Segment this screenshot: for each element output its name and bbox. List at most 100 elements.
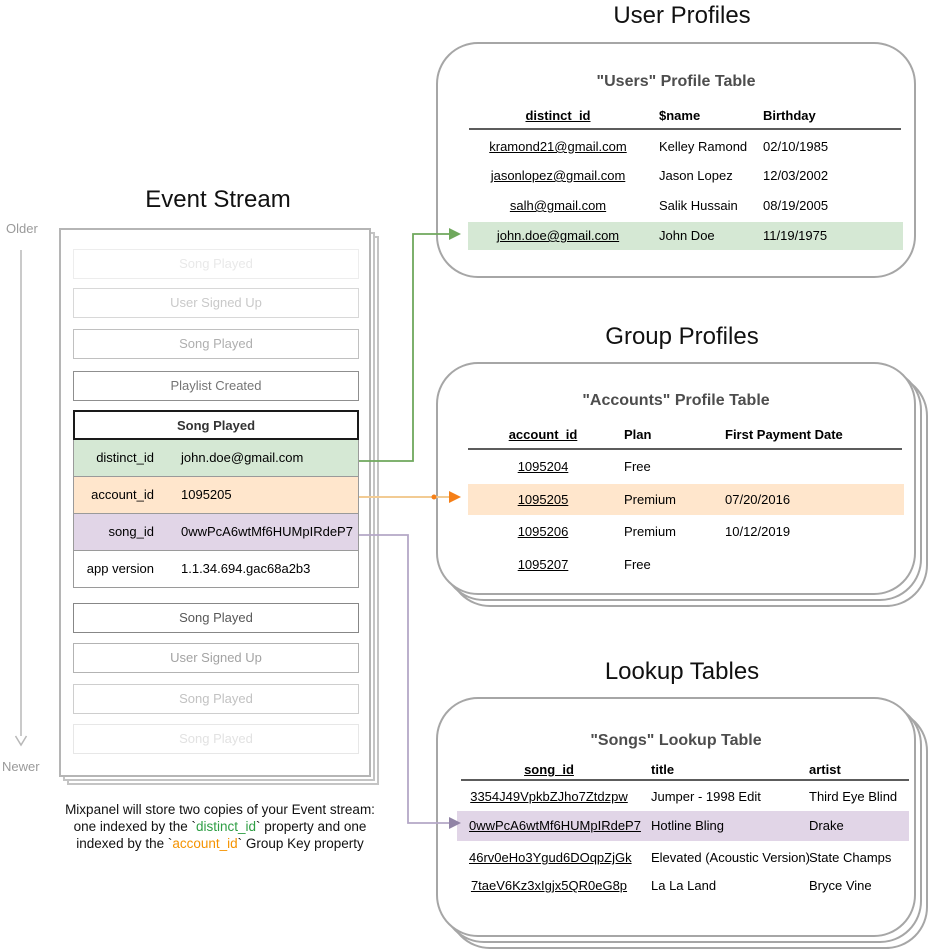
- cell-song-id: 3354J49VpkbZJho7Ztdzpw: [470, 789, 628, 804]
- caption-line-1: Mixpanel will store two copies of your E…: [30, 801, 410, 818]
- lookup-tables-title: Lookup Tables: [604, 658, 760, 685]
- event-item: Song Played: [73, 249, 359, 279]
- table-row: 1095204 Free: [438, 457, 914, 477]
- cell-artist: Drake: [809, 818, 844, 833]
- cell-title: Hotline Bling: [651, 818, 724, 833]
- event-item: User Signed Up: [73, 288, 359, 318]
- cell-song-id: 46rv0eHo3Ygud6DOqpZjGk: [469, 850, 632, 865]
- event-property-song-id: song_id 0wwPcA6wtMf6HUMpIRdeP7: [73, 514, 359, 551]
- column-header: title: [651, 762, 675, 777]
- caption: Mixpanel will store two copies of your E…: [30, 801, 410, 852]
- cell-song-id: 7taeV6Kz3xIgjx5QR0eG8p: [470, 878, 628, 893]
- table-row: kramond21@gmail.com Kelley Ramond 02/10/…: [438, 137, 914, 157]
- event-item: Song Played: [73, 684, 359, 714]
- caption-text: one indexed by the `: [73, 819, 196, 834]
- group-profiles-title: Group Profiles: [605, 323, 759, 350]
- cell-plan: Premium: [624, 524, 677, 539]
- cell-account-id: 1095206: [517, 524, 569, 539]
- table-row-highlighted: 0wwPcA6wtMf6HUMpIRdeP7 Hotline Bling Dra…: [438, 816, 914, 836]
- accounts-table-header: account_id Plan First Payment Date: [438, 425, 914, 445]
- highlight-row-purple: [457, 811, 909, 841]
- event-item: Playlist Created: [73, 371, 359, 401]
- highlight-row-orange: [468, 484, 904, 515]
- event-property-app-version: app version 1.1.34.694.gac68a2b3: [73, 551, 359, 588]
- column-header: Plan: [624, 427, 652, 442]
- event-property-distinct-id: distinct_id john.doe@gmail.com: [73, 440, 359, 477]
- column-header: song_id: [524, 762, 574, 777]
- cell-account-id: 1095204: [517, 459, 569, 474]
- user-profiles-panel: "Users" Profile Table distinct_id $name …: [436, 42, 916, 278]
- property-key: song_id: [108, 524, 154, 539]
- property-value: 0wwPcA6wtMf6HUMpIRdeP7: [181, 524, 353, 539]
- cell-birthday: 11/19/1975: [763, 228, 828, 243]
- timeline-arrow: [14, 250, 28, 747]
- column-header: First Payment Date: [725, 427, 843, 442]
- caption-distinct-id: distinct_id: [195, 819, 257, 834]
- column-header: account_id: [508, 427, 578, 442]
- event-item: Song Played: [73, 603, 359, 633]
- cell-distinct-id: salh@gmail.com: [509, 198, 607, 213]
- table-row: salh@gmail.com Salik Hussain 08/19/2005: [438, 196, 914, 216]
- older-label: Older: [6, 221, 38, 236]
- caption-text: Mixpanel will store two copies of your E…: [65, 802, 375, 817]
- cell-account-id: 1095207: [517, 557, 569, 572]
- cell-birthday: 12/03/2002: [763, 168, 829, 183]
- cell-plan: Free: [624, 557, 651, 572]
- event-item: Song Played: [73, 724, 359, 754]
- users-table-header: distinct_id $name Birthday: [438, 106, 914, 126]
- property-key: account_id: [91, 487, 154, 502]
- cell-title: Elevated (Acoustic Version): [651, 850, 810, 865]
- event-item: Song Played: [73, 329, 359, 359]
- cell-account-id: 1095205: [517, 492, 569, 507]
- caption-text: ` Group Key property: [237, 836, 364, 851]
- header-separator: [468, 448, 902, 450]
- cell-title: La La Land: [651, 878, 717, 893]
- cell-distinct-id: john.doe@gmail.com: [496, 228, 620, 243]
- cell-title: Jumper - 1998 Edit: [651, 789, 761, 804]
- newer-label: Newer: [2, 759, 40, 774]
- caption-line-2: one indexed by the `distinct_id` propert…: [30, 818, 410, 835]
- header-separator: [469, 128, 901, 130]
- table-row-highlighted: john.doe@gmail.com John Doe 11/19/1975: [438, 226, 914, 246]
- highlight-row-green: [468, 222, 903, 250]
- cell-plan: Free: [624, 459, 651, 474]
- cell-birthday: 08/19/2005: [763, 198, 829, 213]
- table-row-highlighted: 1095205 Premium 07/20/2016: [438, 490, 914, 510]
- property-value: john.doe@gmail.com: [181, 450, 304, 465]
- event-item: User Signed Up: [73, 643, 359, 673]
- table-row: 7taeV6Kz3xIgjx5QR0eG8p La La Land Bryce …: [438, 876, 914, 896]
- users-table-title: "Users" Profile Table: [596, 73, 756, 90]
- user-profiles-title: User Profiles: [613, 2, 751, 29]
- cell-artist: State Champs: [809, 850, 892, 865]
- cell-name: Kelley Ramond: [659, 139, 748, 154]
- event-property-account-id: account_id 1095205: [73, 477, 359, 514]
- cell-first-payment: 10/12/2019: [725, 524, 791, 539]
- expanded-event-header: Song Played: [73, 410, 359, 440]
- column-header: artist: [809, 762, 841, 777]
- caption-text: ` property and one: [256, 819, 367, 834]
- column-header: Birthday: [763, 108, 816, 123]
- table-row: 1095206 Premium 10/12/2019: [438, 522, 914, 542]
- accounts-table-title: "Accounts" Profile Table: [582, 392, 770, 409]
- cell-distinct-id: jasonlopez@gmail.com: [490, 168, 626, 183]
- property-value: 1.1.34.694.gac68a2b3: [181, 561, 311, 576]
- event-stream-title: Event Stream: [145, 186, 291, 213]
- table-row: 46rv0eHo3Ygud6DOqpZjGk Elevated (Acousti…: [438, 848, 914, 868]
- cell-name: John Doe: [659, 228, 715, 243]
- cell-artist: Bryce Vine: [809, 878, 872, 893]
- songs-table-title: "Songs" Lookup Table: [590, 732, 762, 749]
- column-header: $name: [659, 108, 701, 123]
- group-profiles-panel: "Accounts" Profile Table account_id Plan…: [436, 362, 916, 595]
- caption-line-3: indexed by the `account_id` Group Key pr…: [30, 835, 410, 852]
- cell-name: Jason Lopez: [659, 168, 733, 183]
- cell-distinct-id: kramond21@gmail.com: [489, 139, 627, 154]
- column-header: distinct_id: [525, 108, 591, 123]
- table-row: jasonlopez@gmail.com Jason Lopez 12/03/2…: [438, 166, 914, 186]
- cell-birthday: 02/10/1985: [763, 139, 829, 154]
- property-key: distinct_id: [96, 450, 154, 465]
- header-separator: [461, 779, 909, 781]
- property-key: app version: [86, 561, 154, 576]
- cell-plan: Premium: [624, 492, 677, 507]
- caption-text: indexed by the `: [76, 836, 173, 851]
